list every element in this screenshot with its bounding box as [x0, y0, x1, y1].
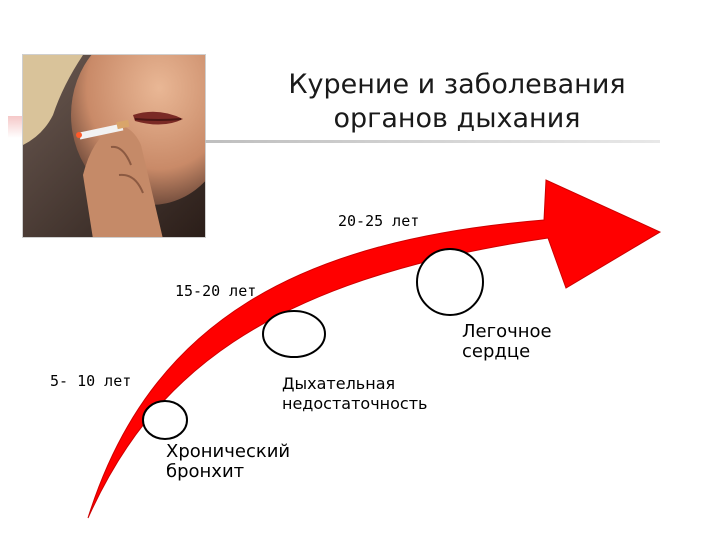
title-underline — [205, 140, 660, 143]
stage-1-line-1: Хронический — [166, 441, 291, 462]
progression-arrow — [87, 179, 662, 519]
stage-label-1: Хронический бронхит — [166, 442, 290, 482]
stage-2-line-2: недостаточность — [282, 394, 428, 413]
period-label-3: 20-25 лет — [338, 212, 420, 230]
title-line-2: органов дыхания — [333, 103, 581, 134]
period-label-1: 5- 10 лет — [50, 372, 132, 390]
stage-1-line-2: бронхит — [166, 461, 245, 482]
cigarette-icon — [23, 55, 205, 237]
stage-3-line-2: сердце — [462, 341, 531, 362]
smoking-woman-photo — [22, 54, 206, 238]
stage-marker-2 — [262, 310, 326, 358]
stage-label-3: Легочное сердце — [462, 322, 552, 362]
page-title: Курение и заболевания органов дыхания — [262, 68, 652, 136]
stage-label-2: Дыхательная недостаточность — [282, 374, 427, 414]
stage-marker-3 — [416, 248, 484, 316]
stage-3-line-1: Легочное — [462, 321, 552, 342]
stage-2-line-1: Дыхательная — [282, 374, 396, 393]
title-line-1: Курение и заболевания — [288, 69, 626, 100]
period-label-2: 15-20 лет — [175, 282, 257, 300]
stage-marker-1 — [142, 400, 188, 440]
accent-bar — [8, 116, 22, 138]
